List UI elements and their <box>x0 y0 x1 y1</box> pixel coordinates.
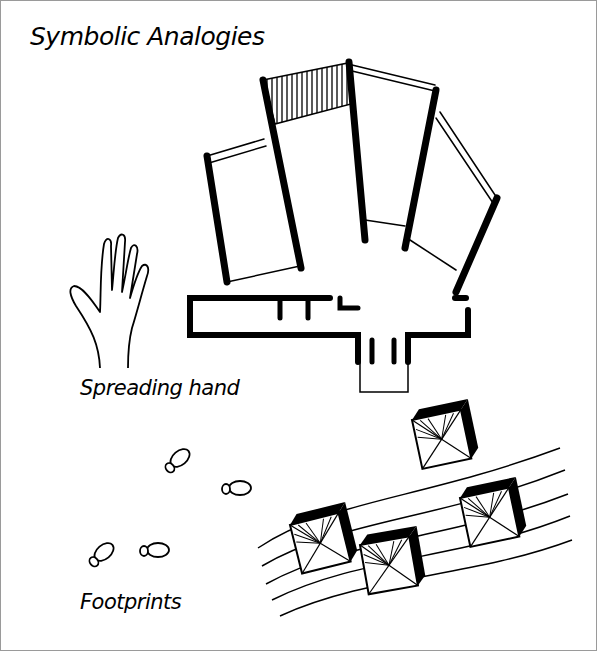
building-plan <box>190 62 497 392</box>
footprints-sketch <box>86 446 251 569</box>
sketch-title: Symbolic Analogies <box>30 22 265 51</box>
hand-sketch <box>70 235 148 368</box>
sketch-caption: Footprints <box>80 590 181 614</box>
pyramid-buildings <box>288 399 528 594</box>
curved-path-lines <box>258 448 572 616</box>
sketch-caption: Spreading hand <box>80 376 239 400</box>
